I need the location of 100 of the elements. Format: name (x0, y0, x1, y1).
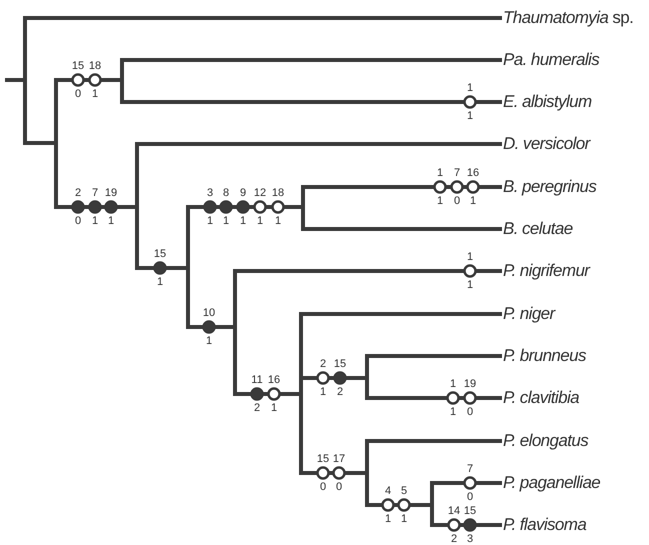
taxon-name: P. clavitibia (503, 388, 579, 408)
character-state: 0 (334, 481, 344, 493)
character-state: 1 (156, 276, 164, 288)
branch-line (5, 78, 23, 82)
character-number: 14 (446, 505, 462, 517)
character-number: 5 (400, 485, 408, 497)
character-number: 18 (270, 187, 286, 199)
character-state: 1 (90, 215, 100, 227)
character-number: 12 (252, 187, 268, 199)
character-state: 1 (448, 406, 458, 418)
character-number: 7 (466, 463, 474, 475)
character-number: 7 (90, 187, 100, 199)
character-number: 1 (466, 251, 474, 263)
character-state: 0 (466, 406, 474, 418)
character-number: 1 (436, 167, 444, 179)
branch-line (303, 471, 365, 475)
character-state: 1 (468, 195, 478, 207)
character-state: 1 (238, 215, 248, 227)
branch-line (58, 205, 135, 209)
character-state: 1 (256, 215, 264, 227)
branch-line (305, 227, 502, 231)
taxon-name: P. brunneus (503, 346, 586, 366)
character-state: 2 (450, 533, 458, 545)
branch-line (237, 269, 502, 273)
character-state: 1 (274, 215, 282, 227)
character-state: 0 (318, 481, 328, 493)
branch-line (369, 439, 502, 443)
branch-line (434, 481, 502, 485)
character-number: 1 (448, 378, 458, 390)
character-number: 15 (316, 453, 330, 465)
character-number: 16 (266, 374, 282, 386)
character-state: 2 (252, 402, 262, 414)
branch-line (139, 266, 186, 270)
clade-bar (186, 205, 190, 329)
character-state: 1 (384, 513, 392, 525)
character-number: 17 (332, 453, 346, 465)
branch-line (27, 16, 502, 20)
taxon-name: B. celutae (503, 219, 573, 239)
taxon-name: P. nigrifemur (503, 261, 590, 281)
character-number: 9 (238, 187, 248, 199)
character-number: 15 (462, 505, 478, 517)
character-state: 3 (466, 533, 474, 545)
character-state: 1 (400, 513, 408, 525)
character-number: 16 (466, 167, 480, 179)
clade-bar (135, 142, 139, 270)
branch-line (27, 141, 54, 145)
character-number: 7 (452, 167, 462, 179)
character-number: 1 (466, 82, 474, 94)
taxon-name: D. versicolor (503, 134, 590, 154)
character-number: 3 (206, 187, 214, 199)
branch-line (434, 523, 502, 527)
clade-bar (299, 312, 303, 475)
branch-line (58, 78, 120, 82)
clade-bar (23, 16, 27, 145)
taxon-name: P. niger (503, 304, 555, 324)
character-number: 19 (462, 378, 478, 390)
character-number: 15 (152, 248, 168, 260)
branch-line (305, 185, 502, 189)
clade-bar (365, 439, 369, 507)
character-number: 15 (70, 60, 86, 72)
clade-bar (233, 269, 237, 396)
branch-line (139, 142, 502, 146)
character-state: 0 (466, 491, 474, 503)
character-number: 11 (250, 374, 264, 386)
taxon-name: Pa. humeralis (503, 50, 600, 70)
character-number: 15 (332, 358, 348, 370)
clade-bar (54, 78, 58, 209)
character-state: 1 (466, 279, 474, 291)
character-state: 1 (466, 110, 474, 122)
character-state: 1 (318, 386, 328, 398)
branch-line (237, 392, 299, 396)
taxon-name: E. albistylum (503, 92, 592, 112)
clade-bar (301, 185, 305, 231)
character-number: 4 (384, 485, 392, 497)
character-state: 1 (270, 402, 278, 414)
character-state: 0 (452, 195, 462, 207)
taxon-name: P. paganelliae (503, 473, 600, 493)
character-state: 1 (204, 335, 214, 347)
character-number: 2 (318, 358, 328, 370)
branch-line (190, 205, 301, 209)
branch-line (369, 354, 502, 358)
character-number: 2 (74, 187, 82, 199)
taxon-name: Thaumatomyia sp. (503, 8, 634, 28)
character-state: 0 (74, 88, 82, 100)
character-state: 1 (436, 195, 444, 207)
branch-line (303, 376, 365, 380)
character-state: 1 (206, 215, 214, 227)
branch-line (369, 503, 430, 507)
character-state: 1 (90, 88, 100, 100)
branch-line (303, 312, 502, 316)
character-number: 18 (88, 60, 102, 72)
branch-line (124, 58, 502, 62)
branch-line (124, 100, 502, 104)
branch-line (190, 325, 233, 329)
character-number: 10 (202, 307, 216, 319)
taxon-name: P. elongatus (503, 431, 588, 451)
character-number: 8 (222, 187, 230, 199)
taxon-name: B. peregrinus (503, 177, 596, 197)
character-state: 2 (336, 386, 344, 398)
branch-line (369, 396, 502, 400)
